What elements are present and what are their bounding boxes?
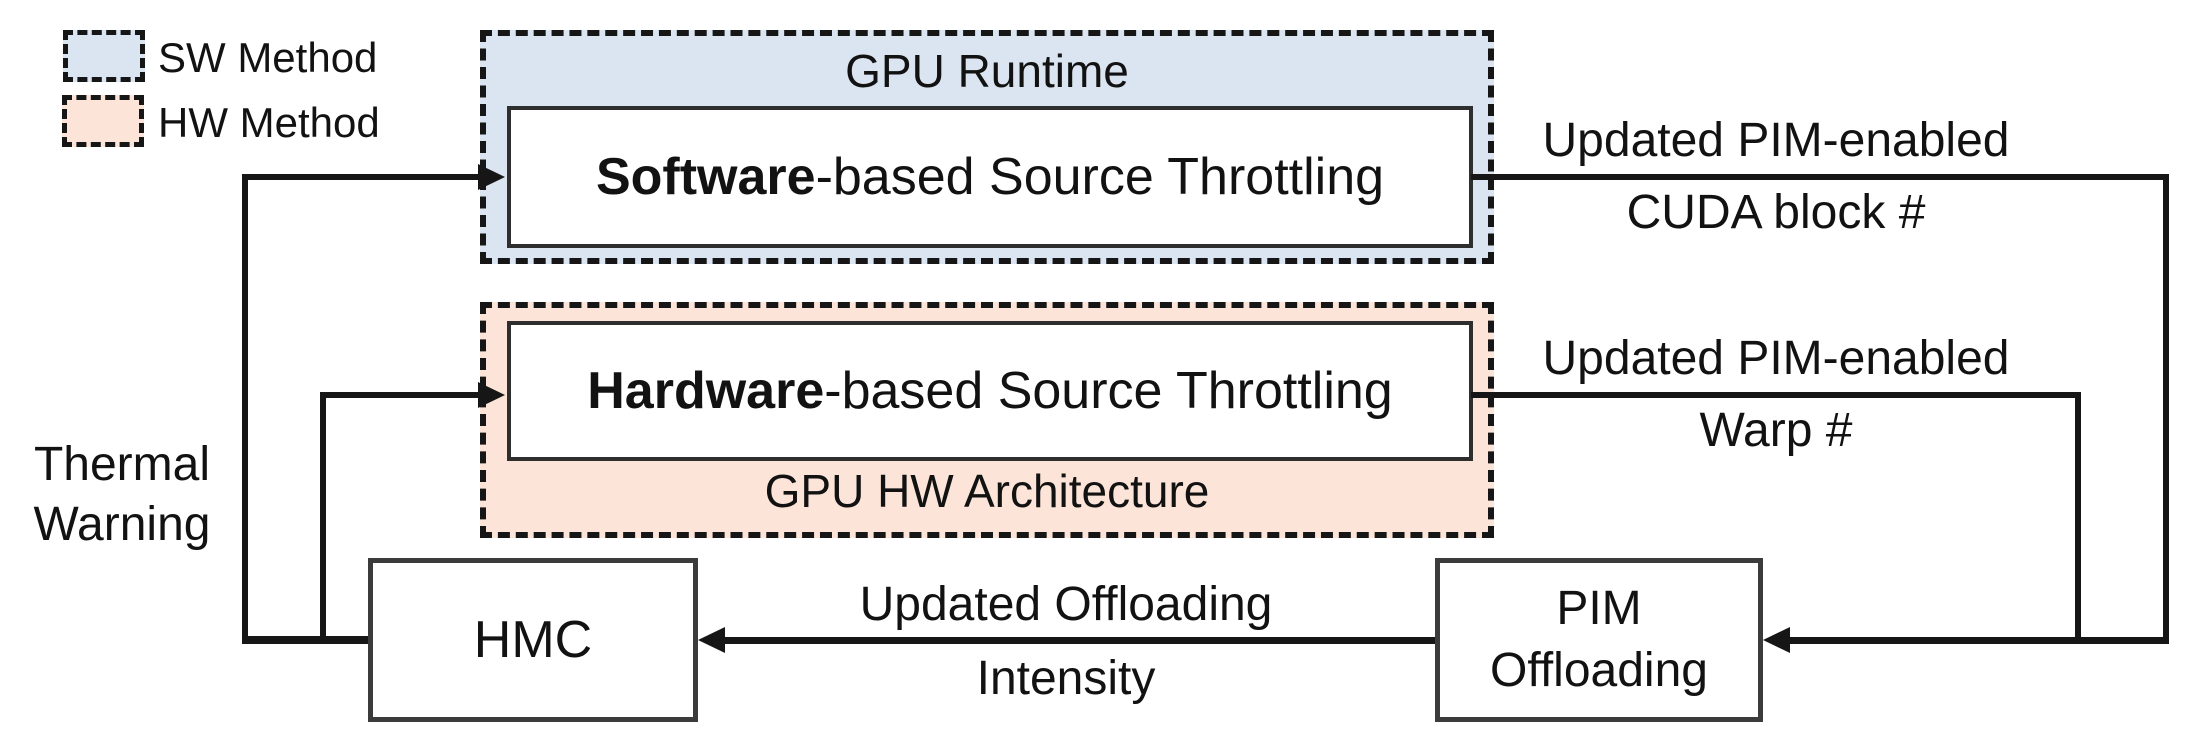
thermal-line-vertical-outer (242, 174, 248, 644)
hardware-throttling-node: Hardware-based Source Throttling (507, 321, 1473, 461)
thermal-line-to-hardware (320, 392, 478, 398)
software-throttling-node: Software-based Source Throttling (507, 106, 1473, 248)
pim-to-hmc-line (725, 637, 1435, 644)
legend-sw-swatch (63, 30, 145, 82)
gpu-runtime-title: GPU Runtime (845, 45, 1129, 97)
hmc-label: HMC (473, 611, 593, 669)
software-throttling-label: Software-based Source Throttling (595, 148, 1385, 206)
arrowhead-into-software (478, 164, 505, 190)
warp-label-line2: Warp # (1699, 404, 1853, 457)
arrowhead-into-pim (1763, 627, 1790, 653)
thermal-line-vertical-inner (320, 392, 326, 644)
arrowhead-into-hardware (478, 382, 505, 408)
legend-hw-label: HW Method (158, 99, 380, 146)
hardware-throttling-label: Hardware-based Source Throttling (587, 362, 1393, 420)
legend-sw-label: SW Method (158, 34, 378, 81)
offloading-intensity-label-line2: Intensity (976, 652, 1156, 705)
cuda-block-label-line1: Updated PIM-enabled (1542, 114, 2010, 167)
pim-label-line2: Offloading (1490, 644, 1708, 697)
arrowhead-into-hmc (698, 627, 725, 653)
cuda-line-horizontal (1471, 174, 2169, 180)
warp-label-line1: Updated PIM-enabled (1542, 332, 2010, 385)
thermal-warning-label-line1: Thermal (33, 438, 211, 491)
thermal-warning-label-line2: Warning (33, 498, 211, 551)
cuda-line-vertical (2163, 174, 2169, 644)
thermal-line-to-software (242, 174, 480, 180)
gpu-hw-arch-title: GPU HW Architecture (764, 465, 1210, 517)
offloading-intensity-label-line1: Updated Offloading (859, 578, 1273, 631)
warp-line-vertical (2075, 392, 2081, 644)
legend-hw-swatch (62, 95, 144, 147)
pim-label-line1: PIM (1556, 581, 1642, 635)
line-into-pim (1790, 637, 2169, 644)
thermal-line-to-hmc (242, 636, 368, 644)
hmc-node: HMC (368, 558, 698, 722)
warp-line-horizontal (1471, 392, 2081, 398)
cuda-block-label-line2: CUDA block # (1626, 186, 1926, 239)
pim-offloading-node: PIM Offloading (1435, 558, 1763, 722)
